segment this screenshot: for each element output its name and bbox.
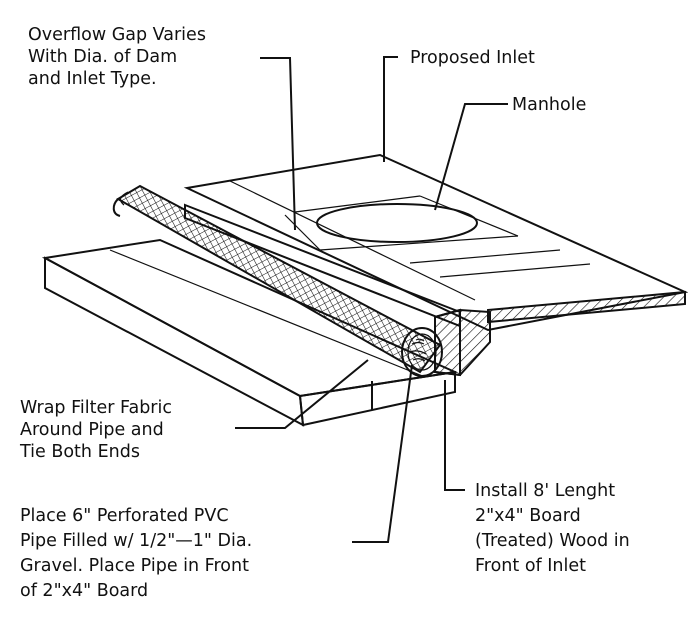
place-line-3: Gravel. Place Pipe in Front bbox=[20, 556, 249, 576]
leader-wrap-filter bbox=[235, 359, 369, 429]
overflow-line-2: With Dia. of Dam bbox=[28, 47, 177, 67]
label-wrap-filter: Wrap Filter Fabric Around Pipe and Tie B… bbox=[19, 398, 178, 462]
overflow-line-3: and Inlet Type. bbox=[28, 69, 157, 89]
proposed-inlet-line: Proposed Inlet bbox=[410, 48, 535, 68]
label-install-board: Install 8' Lenght 2"x4" Board (Treated) … bbox=[475, 481, 635, 576]
label-place-pipe: Place 6" Perforated PVC Pipe Filled w/ 1… bbox=[20, 506, 258, 601]
place-line-2: Pipe Filled w/ 1/2"—1" Dia. bbox=[20, 531, 252, 551]
wrap-line-1: Wrap Filter Fabric bbox=[20, 398, 172, 418]
filter-pipe bbox=[112, 184, 443, 377]
leader-manhole bbox=[434, 103, 508, 211]
overflow-line-1: Overflow Gap Varies bbox=[28, 25, 206, 45]
manhole-opening bbox=[316, 203, 478, 243]
wrap-line-2: Around Pipe and bbox=[20, 420, 164, 440]
manhole-line: Manhole bbox=[512, 95, 586, 115]
leader-install-board bbox=[444, 380, 465, 491]
label-proposed-inlet: Proposed Inlet bbox=[410, 48, 535, 68]
install-line-3: (Treated) Wood in bbox=[475, 531, 630, 551]
install-line-2: 2"x4" Board bbox=[475, 506, 581, 526]
leader-place-pipe bbox=[352, 364, 413, 543]
install-line-1: Install 8' Lenght bbox=[475, 481, 615, 501]
inlet-slab bbox=[183, 153, 688, 332]
label-manhole: Manhole bbox=[512, 95, 586, 115]
install-line-4: Front of Inlet bbox=[475, 556, 586, 576]
label-overflow-gap: Overflow Gap Varies With Dia. of Dam and… bbox=[28, 25, 212, 89]
leader-proposed-inlet bbox=[383, 56, 398, 162]
leader-overflow bbox=[260, 57, 296, 231]
place-line-1: Place 6" Perforated PVC bbox=[20, 506, 229, 526]
place-line-4: of 2"x4" Board bbox=[20, 581, 148, 601]
wrap-line-3: Tie Both Ends bbox=[19, 442, 140, 462]
